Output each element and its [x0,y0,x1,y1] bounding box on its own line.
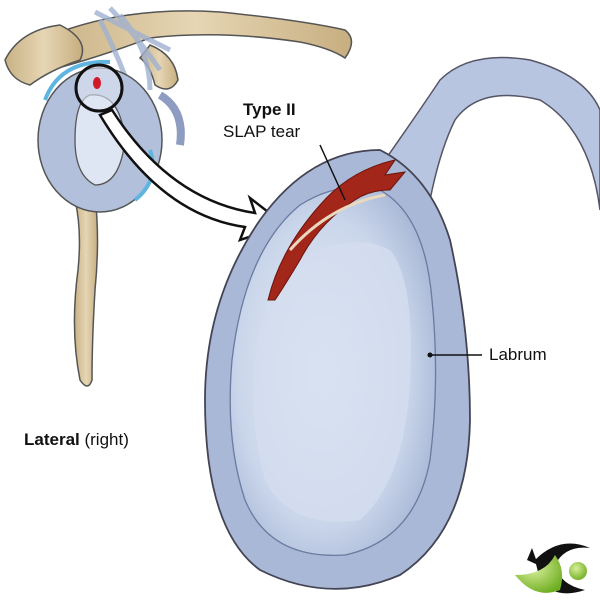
clavicle [39,10,353,71]
tear-leader-line [319,144,346,201]
logo [515,543,590,594]
slap-tear [267,159,407,301]
view-label: Lateral (right) [24,430,129,450]
glenoid-labrum-detail [204,56,600,590]
cartilage-rim [43,59,111,101]
tear-type-subtitle: SLAP tear [223,122,301,141]
scapula-body [73,194,99,387]
ligaments [93,6,172,91]
labrum-label: Labrum [489,345,547,364]
view-label-side: (right) [79,430,129,449]
view-label-bold: Lateral [24,430,80,449]
small-tear [93,77,101,89]
cartilage-inner [253,242,411,522]
tear-type-title: Type II [243,100,296,119]
shoulder-lateral-view [4,6,353,387]
acromion [4,24,84,86]
